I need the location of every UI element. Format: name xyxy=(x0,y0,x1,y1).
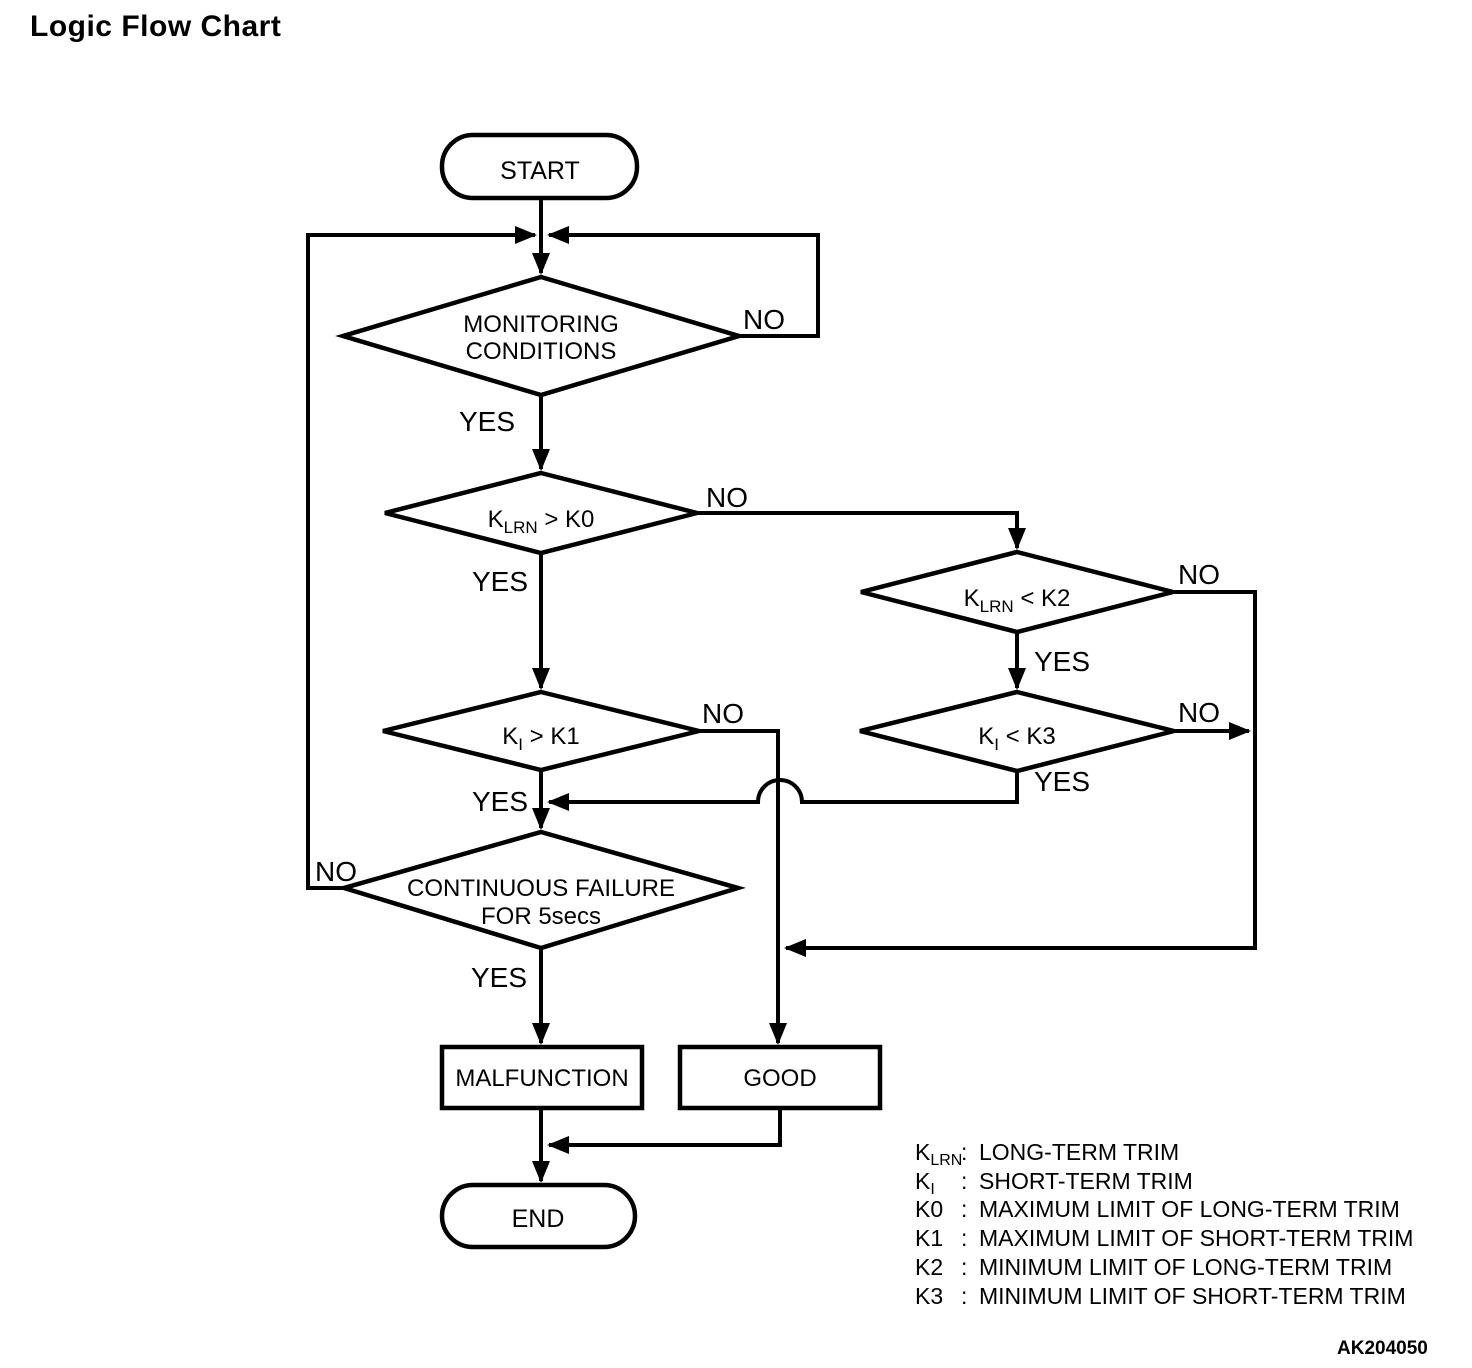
legend: KLRN: LONG-TERM TRIM KI: SHORT-TERM TRIM K… xyxy=(915,1138,1413,1310)
continuous-failure-label-line1: CONTINUOUS FAILURE xyxy=(407,875,675,902)
malfunction-process xyxy=(439,1044,645,1111)
legend-description: MAXIMUM LIMIT OF SHORT-TERM TRIM xyxy=(979,1225,1414,1252)
legend-description: SHORT-TERM TRIM xyxy=(979,1167,1193,1194)
legend-description: MINIMUM LIMIT OF LONG-TERM TRIM xyxy=(979,1253,1393,1280)
monitoring-conditions-decision xyxy=(335,274,747,398)
edge-continuous-failure-no-loop xyxy=(306,226,537,890)
legend-colon: : xyxy=(961,1167,968,1194)
start-label: START xyxy=(500,157,580,185)
ki-lt-k3-decision xyxy=(859,689,1175,774)
legend-colon: : xyxy=(961,1253,968,1280)
ki-lt-k3-label: KI < K3 xyxy=(978,723,1055,754)
label-no-monitoring: NO xyxy=(743,304,785,335)
legend-colon: : xyxy=(961,1225,968,1252)
label-yes-ki-k1: YES xyxy=(472,786,528,817)
legend-colon: : xyxy=(961,1196,968,1223)
legend-description: LONG-TERM TRIM xyxy=(979,1139,1180,1165)
edge-ki-k3-yes-return xyxy=(547,771,1019,811)
legend-row-klrn: KLRN: LONG-TERM TRIM xyxy=(915,1138,1413,1169)
legend-symbol: K2 xyxy=(915,1253,944,1280)
klrn-lt-k2-decision xyxy=(860,549,1174,635)
klrn-lt-k2-label: KLRN < K2 xyxy=(964,585,1071,616)
klrn-gt-k0-decision xyxy=(384,470,698,556)
edge-ki-k1-no-to-good xyxy=(699,729,787,1045)
edge-klrn-k0-no xyxy=(697,511,1026,550)
edge-monitoring-no-loop xyxy=(547,226,820,338)
label-no-klrn-k2: NO xyxy=(1178,559,1220,590)
good-process xyxy=(677,1044,883,1111)
legend-symbol: K1 xyxy=(915,1225,944,1252)
label-no-ki-k1: NO xyxy=(702,698,744,729)
legend-symbol: KI xyxy=(915,1167,935,1198)
edge-good-to-end xyxy=(547,1108,782,1154)
legend-row-k0: K0: MAXIMUM LIMIT OF LONG-TERM TRIM xyxy=(915,1195,1413,1224)
label-yes-klrn-k2: YES xyxy=(1034,646,1090,677)
legend-colon: : xyxy=(961,1282,968,1309)
label-no-continuous-failure: NO xyxy=(315,856,357,887)
label-no-ki-k3: NO xyxy=(1178,697,1220,728)
legend-row-k2: K2: MINIMUM LIMIT OF LONG-TERM TRIM xyxy=(915,1253,1413,1282)
good-label: GOOD xyxy=(743,1065,816,1092)
malfunction-label: MALFUNCTION xyxy=(455,1065,628,1092)
legend-colon: : xyxy=(961,1139,968,1165)
legend-symbol: KLRN xyxy=(915,1139,963,1169)
legend-row-ki: KI: SHORT-TERM TRIM xyxy=(915,1167,1413,1198)
end-terminal xyxy=(439,1182,638,1250)
ki-gt-k1-label: KI > K1 xyxy=(502,723,579,754)
continuous-failure-label-line2: FOR 5secs xyxy=(481,903,601,930)
ki-gt-k1-decision xyxy=(382,689,700,773)
end-label: END xyxy=(512,1205,565,1233)
legend-symbol: K0 xyxy=(915,1196,944,1223)
label-yes-monitoring: YES xyxy=(459,406,515,437)
label-yes-ki-k3: YES xyxy=(1034,766,1090,797)
figure-code: AK204050 xyxy=(1337,1338,1428,1359)
continuous-failure-decision xyxy=(336,829,746,951)
monitoring-label-line2: CONDITIONS xyxy=(466,338,617,365)
label-yes-continuous-failure: YES xyxy=(471,962,527,993)
klrn-gt-k0-label: KLRN > K0 xyxy=(488,506,595,537)
legend-symbol: K3 xyxy=(915,1282,944,1309)
legend-description: MAXIMUM LIMIT OF LONG-TERM TRIM xyxy=(979,1196,1400,1223)
legend-row-k1: K1: MAXIMUM LIMIT OF SHORT-TERM TRIM xyxy=(915,1224,1413,1253)
label-yes-klrn-k0: YES xyxy=(472,566,528,597)
legend-description: MINIMUM LIMIT OF SHORT-TERM TRIM xyxy=(979,1282,1406,1309)
monitoring-label-line1: MONITORING xyxy=(463,311,619,338)
start-terminal xyxy=(439,132,640,201)
legend-row-k3: K3: MINIMUM LIMIT OF SHORT-TERM TRIM xyxy=(915,1282,1413,1311)
page-title: Logic Flow Chart xyxy=(30,10,282,43)
label-no-klrn-k0: NO xyxy=(706,482,748,513)
edge-klrn-k2-no xyxy=(784,590,1257,957)
